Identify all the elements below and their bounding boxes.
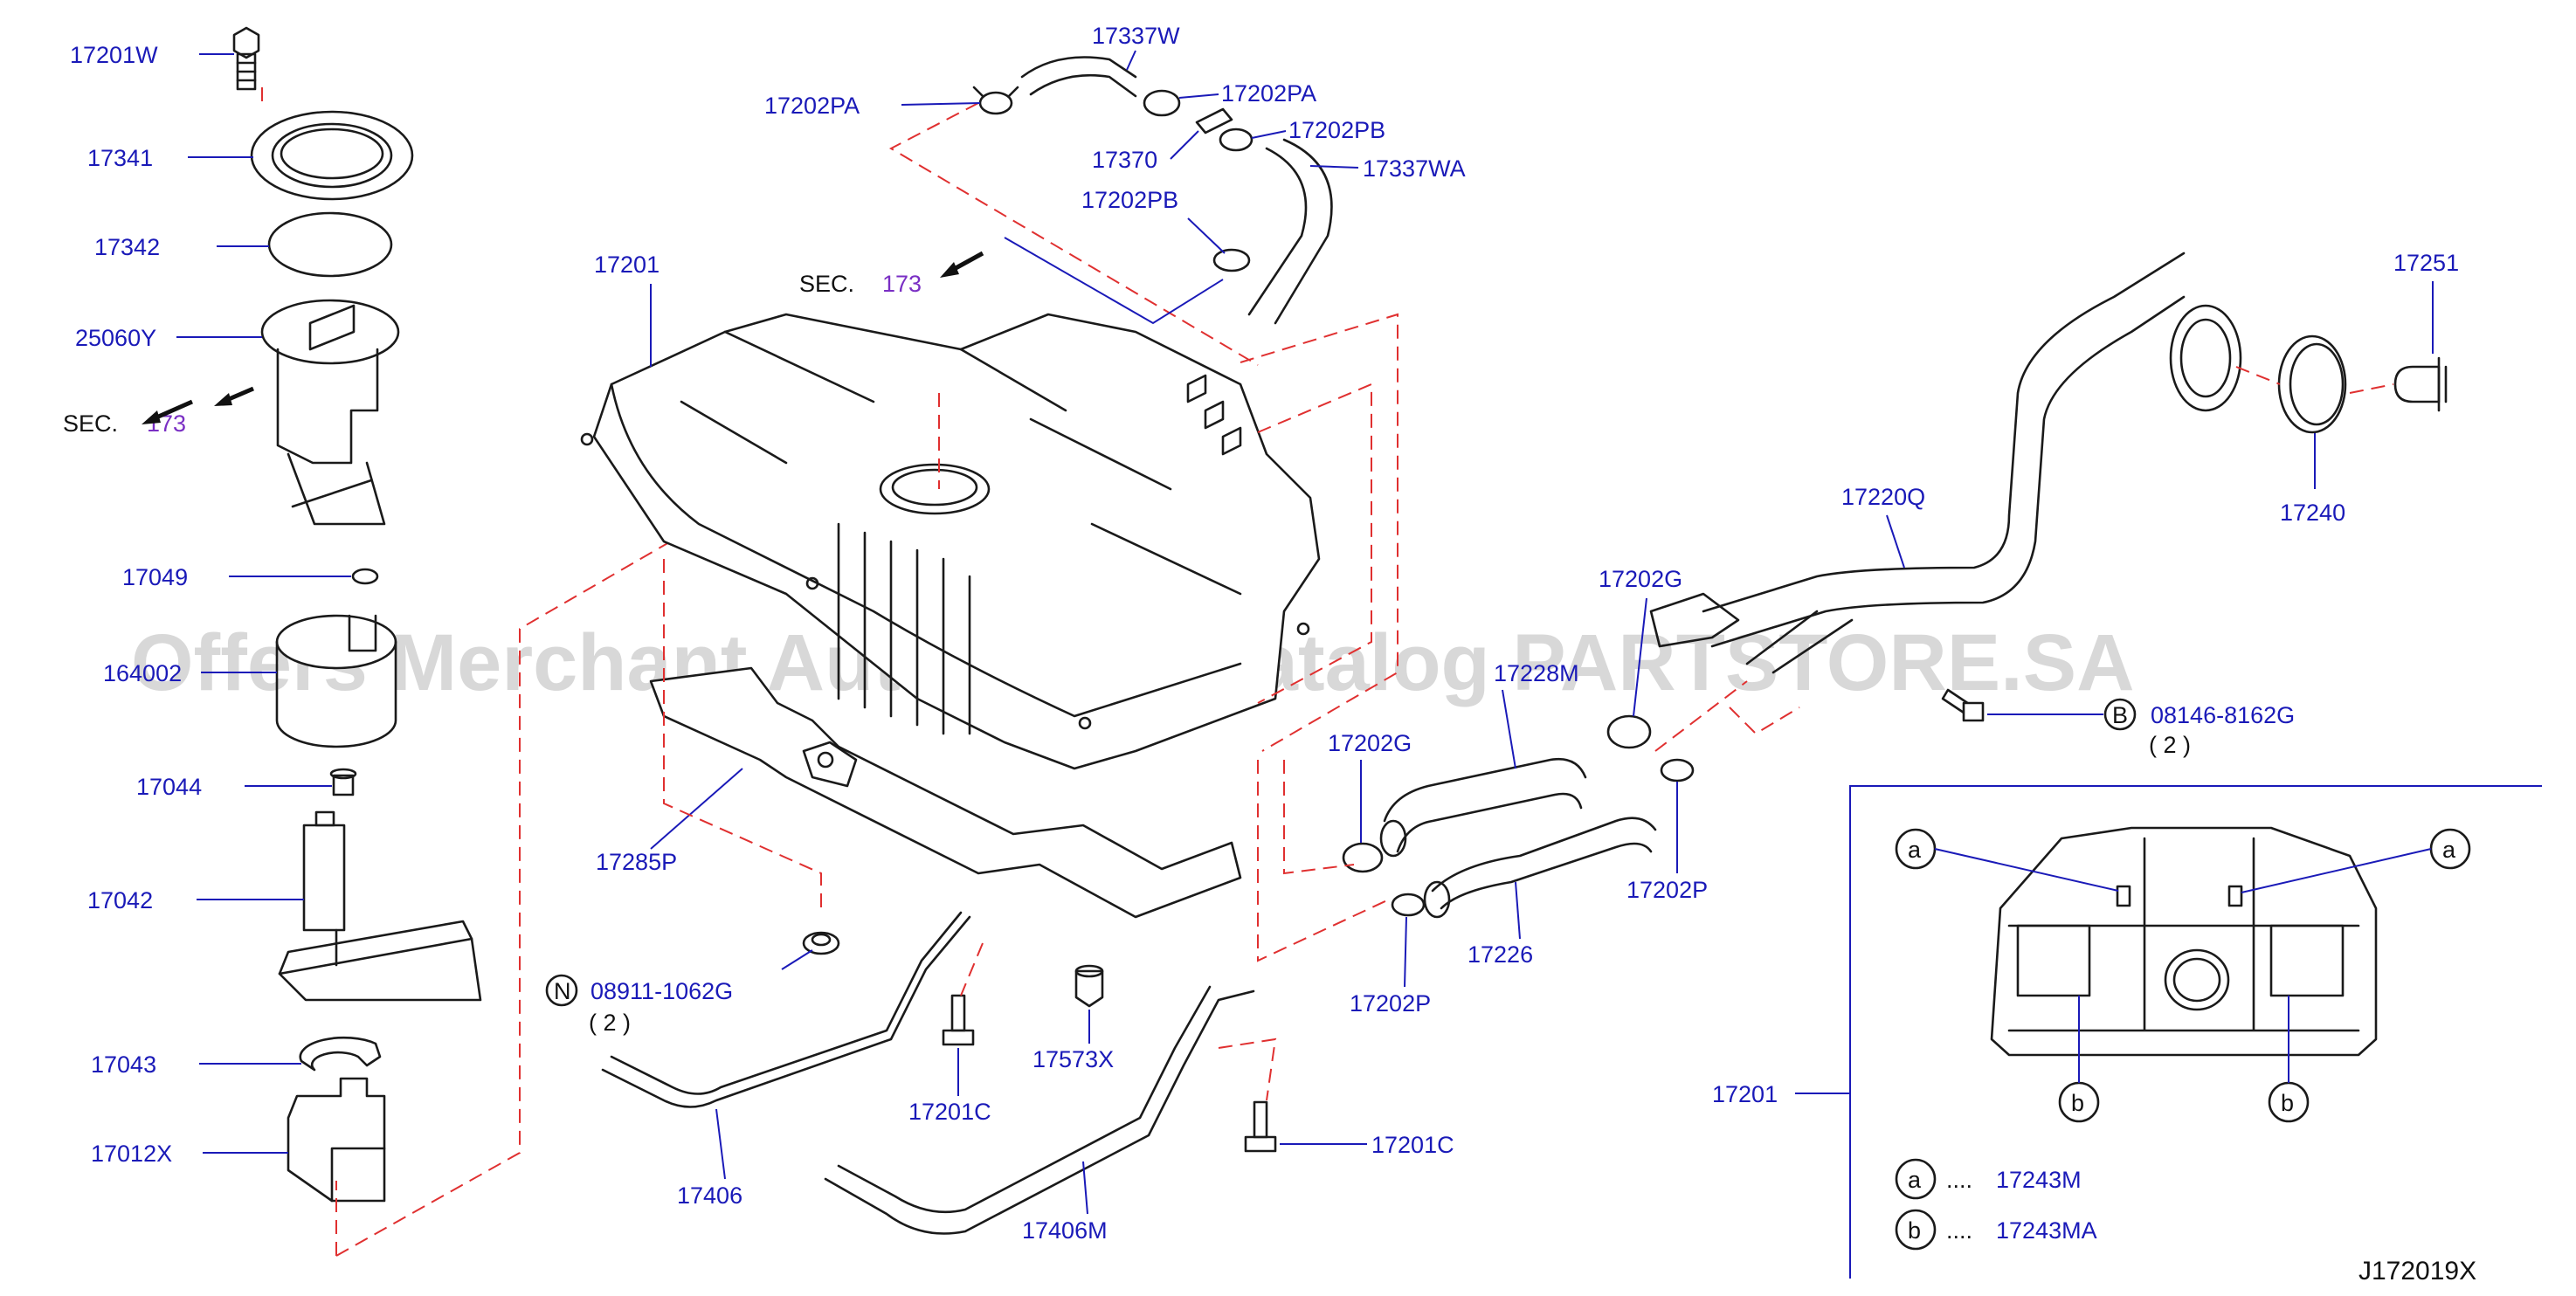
label-17202PA-right[interactable]: 17202PA bbox=[1221, 80, 1316, 107]
part-17049-drawing bbox=[351, 568, 379, 585]
label-08146-qty: ( 2 ) bbox=[2149, 732, 2191, 758]
legend-marker-a: a bbox=[1908, 1167, 1922, 1193]
legend-part-17243MA[interactable]: 17243MA bbox=[1996, 1217, 2097, 1244]
label-17201W[interactable]: 17201W bbox=[70, 42, 158, 68]
part-17201C-right-drawing bbox=[1244, 1100, 1277, 1153]
label-17201C-right[interactable]: 17201C bbox=[1371, 1132, 1454, 1158]
part-17240-drawing bbox=[2277, 334, 2347, 434]
inset-marker-b-left: b bbox=[2071, 1090, 2084, 1116]
label-17342[interactable]: 17342 bbox=[94, 234, 160, 260]
fuel-tank-drawing bbox=[580, 313, 1321, 770]
label-17341[interactable]: 17341 bbox=[87, 145, 153, 171]
label-17406M[interactable]: 17406M bbox=[1022, 1217, 1108, 1244]
part-17044-drawing bbox=[329, 768, 357, 796]
legend-dots-b: .... bbox=[1946, 1217, 1972, 1244]
label-08911-qty: ( 2 ) bbox=[589, 1010, 631, 1036]
label-17202G-left[interactable]: 17202G bbox=[1328, 730, 1412, 756]
vent-hoses-drawing bbox=[972, 56, 1333, 325]
label-17202PB-top[interactable]: 17202PB bbox=[1288, 117, 1385, 143]
inset-marker-a-left: a bbox=[1908, 837, 1922, 863]
label-17285P[interactable]: 17285P bbox=[596, 849, 677, 875]
sec-reference-upper[interactable]: SEC. 173 bbox=[799, 237, 1224, 325]
sec-prefix-left: SEC. bbox=[63, 410, 118, 437]
label-17226[interactable]: 17226 bbox=[1468, 941, 1533, 968]
part-25060Y-drawing bbox=[260, 299, 400, 526]
part-17012X-drawing bbox=[287, 1077, 386, 1203]
label-17201-inset[interactable]: 17201 bbox=[1712, 1081, 1778, 1107]
label-17042[interactable]: 17042 bbox=[87, 887, 153, 913]
label-17201C-left[interactable]: 17201C bbox=[908, 1099, 991, 1125]
inset-legend-row-b: b .... 17243MA bbox=[1895, 1209, 2097, 1251]
inset-marker-a-right: a bbox=[2442, 837, 2456, 863]
marker-B-circle bbox=[2103, 698, 2137, 731]
filler-hoses-drawing bbox=[1342, 714, 1695, 919]
part-17251-drawing bbox=[2393, 356, 2448, 412]
inset-marker-b-right: b bbox=[2281, 1090, 2294, 1116]
sec-prefix-upper: SEC. bbox=[799, 271, 854, 297]
marker-B: B bbox=[2112, 702, 2128, 728]
legend-part-17243M[interactable]: 17243M bbox=[1996, 1167, 2082, 1193]
label-17240[interactable]: 17240 bbox=[2280, 500, 2345, 526]
label-17202G-top[interactable]: 17202G bbox=[1599, 566, 1682, 592]
pump-assembly-column bbox=[232, 26, 482, 1203]
part-17201C-left-drawing bbox=[942, 994, 975, 1046]
marker-N: N bbox=[554, 978, 571, 1004]
label-17202PA-left[interactable]: 17202PA bbox=[764, 93, 860, 119]
part-17043-drawing bbox=[299, 1036, 382, 1072]
part-17406M-drawing bbox=[824, 985, 1255, 1235]
label-25060Y[interactable]: 25060Y bbox=[75, 325, 156, 351]
label-17337W[interactable]: 17337W bbox=[1092, 23, 1180, 49]
label-17370[interactable]: 17370 bbox=[1092, 147, 1157, 173]
label-17012X[interactable]: 17012X bbox=[91, 1141, 172, 1167]
marker-N-circle bbox=[545, 974, 578, 1007]
part-17201W-drawing bbox=[232, 26, 260, 91]
label-17201-tank[interactable]: 17201 bbox=[594, 252, 660, 278]
part-08146-drawing bbox=[1941, 688, 1985, 722]
label-17337WA[interactable]: 17337WA bbox=[1363, 155, 1466, 182]
inset-tank-view: 17201 a a b b a .... 17243M b .... bbox=[1712, 785, 2542, 1279]
label-08146-8162G[interactable]: 08146-8162G bbox=[2151, 702, 2295, 728]
sec-reference-left[interactable]: SEC. 173 bbox=[63, 386, 254, 437]
label-17044[interactable]: 17044 bbox=[136, 774, 202, 800]
label-17049[interactable]: 17049 bbox=[122, 564, 188, 590]
part-17573X-drawing bbox=[1074, 964, 1104, 1008]
legend-dots-a: .... bbox=[1946, 1167, 1972, 1193]
label-17202P-left[interactable]: 17202P bbox=[1350, 990, 1431, 1017]
label-17043[interactable]: 17043 bbox=[91, 1051, 156, 1078]
part-17341-drawing bbox=[250, 110, 414, 201]
legend-marker-b: b bbox=[1908, 1217, 1921, 1244]
diagram-code: J172019X bbox=[2358, 1257, 2476, 1286]
inset-legend-row-a: a .... 17243M bbox=[1895, 1158, 2082, 1200]
part-17220Q-drawing bbox=[1649, 252, 2242, 674]
part-17042-drawing bbox=[278, 810, 482, 1002]
part-08911-drawing bbox=[802, 931, 840, 955]
part-17406-drawing bbox=[601, 911, 971, 1108]
label-17228M[interactable]: 17228M bbox=[1494, 660, 1579, 686]
label-17220Q[interactable]: 17220Q bbox=[1841, 484, 1925, 510]
label-17202P-right[interactable]: 17202P bbox=[1626, 877, 1708, 903]
label-17406[interactable]: 17406 bbox=[677, 1182, 742, 1209]
label-08911-1062G[interactable]: 08911-1062G bbox=[590, 978, 733, 1004]
label-17573X[interactable]: 17573X bbox=[1032, 1046, 1114, 1072]
part-17285P-drawing bbox=[649, 666, 1242, 919]
label-17251[interactable]: 17251 bbox=[2393, 250, 2459, 276]
part-17342-drawing bbox=[267, 211, 393, 278]
label-164002[interactable]: 164002 bbox=[103, 660, 182, 686]
part-164002-drawing bbox=[275, 614, 397, 748]
label-17202PB-mid[interactable]: 17202PB bbox=[1081, 187, 1178, 213]
sec-number-upper: 173 bbox=[882, 271, 922, 297]
